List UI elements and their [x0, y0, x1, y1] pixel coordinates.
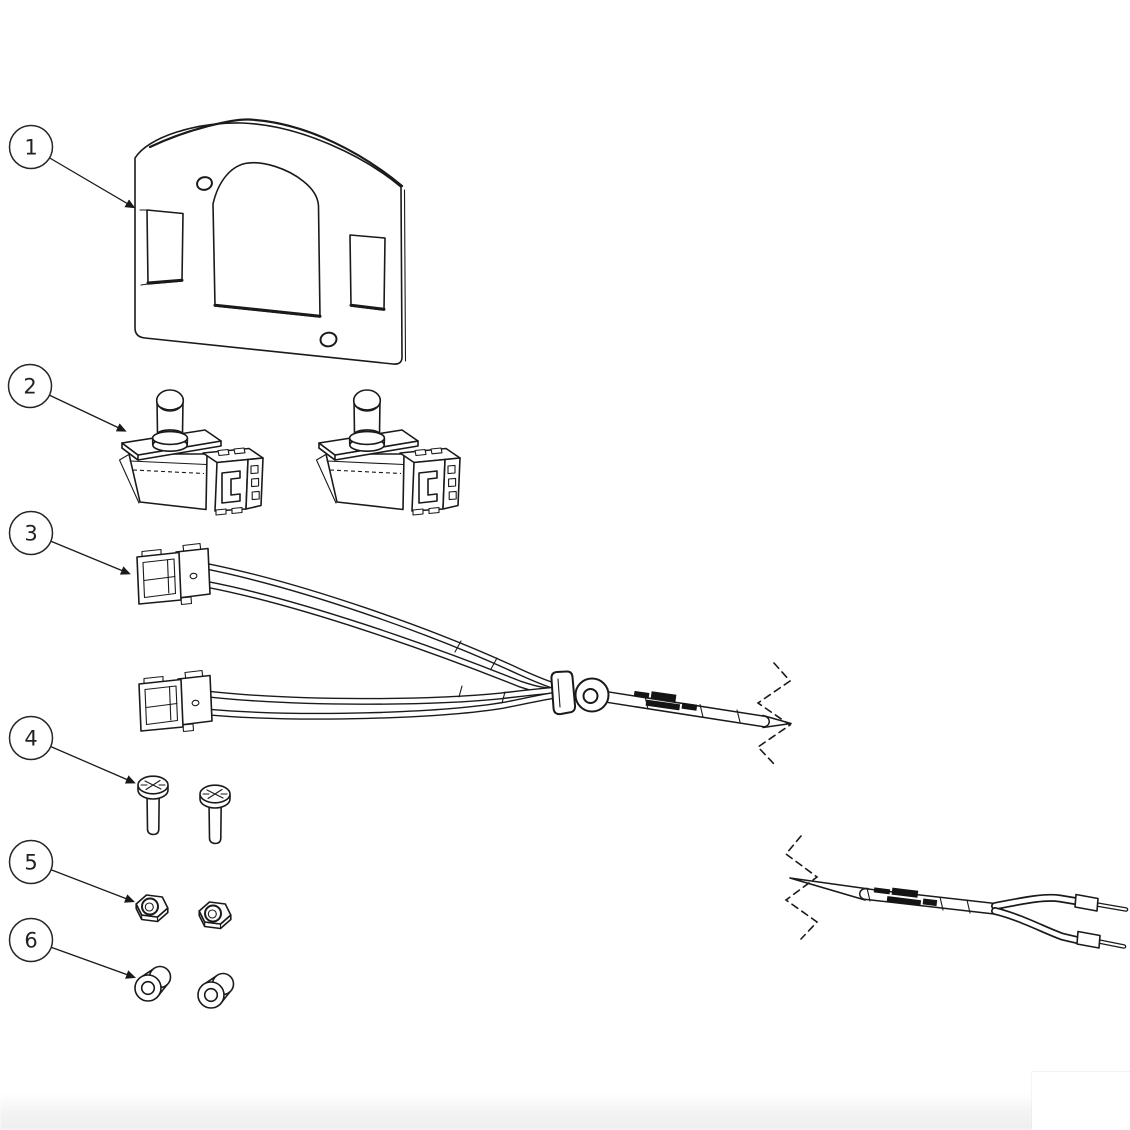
switch-body: [128, 453, 208, 511]
terminal-pin: [1098, 940, 1125, 948]
wire-break-symbol: [784, 835, 819, 940]
harness-clamp-seam: [557, 678, 561, 708]
switch-plunger-sides: [156, 399, 184, 435]
part-hex-nut-2: [198, 901, 232, 930]
switch-side-flap: [118, 454, 140, 504]
left-cutout-bottom-edge: [146, 278, 184, 285]
screw-shaft: [146, 791, 160, 836]
callout-6-balloon: [8, 917, 54, 963]
terminal-pin: [1096, 903, 1127, 911]
faceplate-right-edge-thickness: [403, 189, 407, 362]
nut-hole-inner: [144, 902, 154, 912]
switch-plunger-cap-seam: [156, 404, 184, 411]
callout-3-number: 3: [24, 522, 37, 546]
callout-4-number: 4: [24, 727, 37, 751]
harness-label: [633, 690, 698, 711]
switch-socket-side-hole: [250, 464, 259, 475]
wire-break-symbol: [756, 662, 792, 765]
connector-bottom-tab: [180, 596, 193, 606]
wire-splice-ticks: [454, 640, 506, 704]
screw-phillips-recess: [140, 779, 166, 791]
callout-4: 4: [8, 715, 136, 784]
callout-6: 6: [8, 917, 136, 979]
part-plunger-switch: [118, 389, 264, 516]
part-faceplate: [134, 118, 407, 365]
part-pan-head-screw-2: [199, 784, 231, 845]
harness-clamp: [550, 670, 577, 716]
switch-body-dashed-seam: [132, 469, 205, 475]
part-spacer-bushing: [134, 965, 172, 1002]
harness-wire: [204, 580, 557, 695]
faceplate-right-cutout: [349, 234, 386, 311]
callout-3-balloon: [8, 510, 54, 556]
harness-connector-2: [138, 669, 213, 733]
part-wiring-harness: [136, 542, 792, 765]
switch-plunger-collar-top: [151, 430, 189, 446]
part-pan-head-screw: [137, 775, 169, 836]
page-bottom-shade: [0, 1093, 1032, 1130]
switch-socket-side-hole: [251, 490, 260, 501]
callout-2: 2: [7, 363, 127, 432]
terminal-ferrule: [1076, 930, 1101, 949]
split-wire: [992, 908, 1084, 944]
faceplate-hole-bottom: [319, 331, 338, 348]
callout-5-number: 5: [24, 851, 37, 875]
harness-wire: [204, 562, 559, 691]
lead-label: [873, 887, 938, 907]
spacer-bore: [140, 980, 156, 996]
connector-latch-hole: [189, 572, 198, 580]
callout-2-number: 2: [23, 375, 36, 399]
left-cutout-ticks: [139, 209, 149, 286]
connector-inner-bar: [143, 575, 176, 582]
switch-socket-side-hole: [251, 477, 260, 488]
jacket-start-taper: [789, 877, 870, 901]
jacket-segment-ticks: [866, 887, 971, 914]
part-hex-nut: [135, 894, 169, 923]
page-bottom-right-sheet: [1032, 1072, 1130, 1130]
callout-2-balloon: [7, 363, 53, 409]
connector-inner-divider: [166, 559, 170, 594]
callout-3: 3: [8, 510, 131, 575]
connector-inner-frame: [142, 558, 177, 599]
callout-1: 1: [8, 124, 136, 209]
harness-jacket: [602, 692, 769, 726]
callout-1-number: 1: [24, 136, 37, 160]
part-plunger-switch-2: [315, 389, 461, 516]
faceplate-arch-cutout: [212, 161, 321, 318]
callout-1-balloon: [8, 124, 54, 170]
faceplate-hole-top: [196, 176, 213, 191]
harness-wire: [206, 692, 558, 719]
switch-plunger-cap: [155, 389, 185, 412]
right-cutout-bottom-edge: [349, 303, 386, 311]
callout-5-balloon: [8, 839, 54, 885]
split-wire: [992, 895, 1081, 909]
harness-wire: [204, 563, 559, 690]
switch-socket-bottom-tab: [215, 508, 227, 516]
switch-socket-top-notch: [233, 447, 246, 455]
part-spacer-bushing-2: [197, 972, 235, 1009]
switch-socket-bracket-slot: [221, 470, 241, 504]
harness-ring-hole: [582, 688, 599, 704]
harness-connector: [136, 542, 211, 606]
callout-5: 5: [8, 839, 135, 903]
arch-cutout-bottom-edge: [213, 303, 322, 318]
switch-socket-top-notch: [217, 448, 230, 457]
switch-body-seam: [129, 460, 208, 466]
part-harness-lead-out: [784, 835, 1129, 949]
terminal-ferrule: [1074, 893, 1099, 912]
callout-4-balloon: [8, 715, 54, 761]
harness-wire: [206, 687, 557, 704]
switch-socket-bottom-tab: [231, 506, 243, 515]
faceplate-left-cutout: [146, 209, 184, 285]
callout-6-number: 6: [24, 929, 37, 953]
faceplate-top-edge-thickness: [148, 118, 404, 188]
